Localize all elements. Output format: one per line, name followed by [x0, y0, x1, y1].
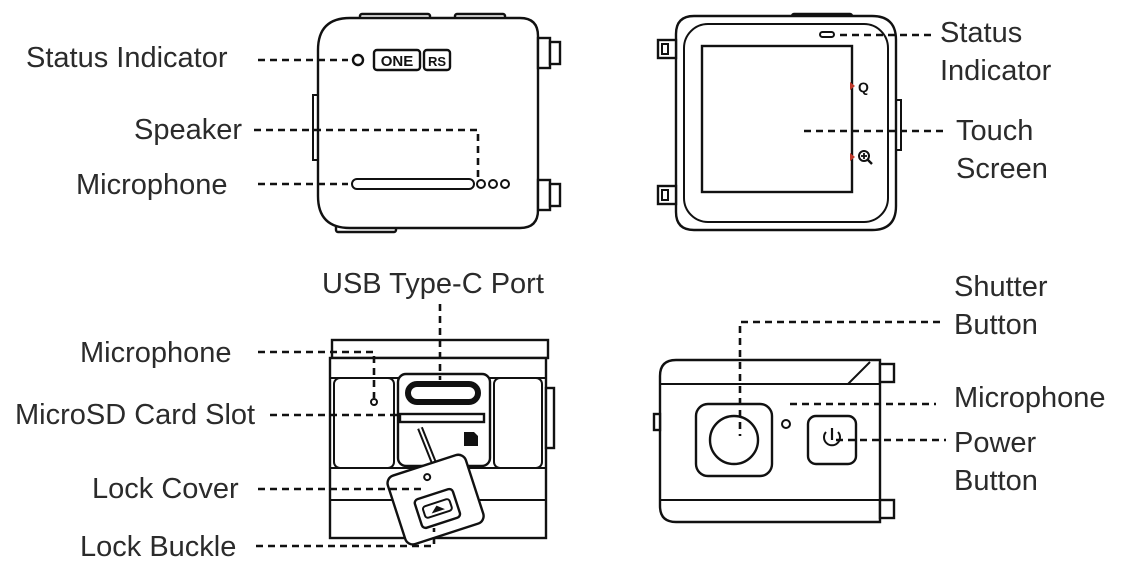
speaker-hole	[476, 179, 486, 189]
camera-button-side-view	[652, 358, 896, 524]
label-microphone-bottom-left: Microphone	[80, 337, 232, 369]
label-touch-screen-2: Screen	[956, 153, 1048, 185]
label-shutter-button-1: Shutter	[954, 271, 1048, 303]
shutter-button-center	[708, 414, 760, 466]
label-microphone-bottom-right: Microphone	[954, 382, 1106, 414]
label-shutter-button-2: Button	[954, 309, 1038, 341]
label-power-button-1: Power	[954, 427, 1037, 459]
usb-c-port	[405, 381, 481, 405]
label-microsd-slot: MicroSD Card Slot	[15, 399, 255, 431]
camera-back-view: Q	[656, 12, 902, 232]
label-lock-cover: Lock Cover	[92, 473, 239, 505]
status-indicator-led	[819, 31, 835, 38]
label-status-indicator-right-1: Status	[940, 17, 1022, 49]
label-status-indicator: Status Indicator	[26, 42, 228, 74]
label-power-button-2: Button	[954, 465, 1038, 497]
status-indicator-led	[351, 53, 365, 67]
microphone-slot	[351, 178, 475, 190]
power-icon	[823, 428, 841, 447]
lock-cover	[386, 453, 485, 546]
label-speaker: Speaker	[134, 114, 242, 146]
label-touch-screen-1: Touch	[956, 115, 1033, 147]
arrow-up-icon	[431, 505, 445, 514]
label-lock-buckle: Lock Buckle	[80, 531, 236, 563]
label-usb-port: USB Type-C Port	[322, 268, 544, 300]
label-microphone: Microphone	[76, 169, 228, 201]
zoom-icon	[850, 150, 873, 165]
speaker-hole	[500, 179, 510, 189]
logo: ONE RS	[372, 48, 452, 72]
camera-port-side-view	[328, 338, 556, 546]
microphone-hole	[370, 398, 378, 406]
microphone-hole	[781, 419, 791, 429]
camera-front-view: ONE RS	[312, 12, 562, 234]
speaker-hole	[488, 179, 498, 189]
label-status-indicator-right-2: Indicator	[940, 55, 1052, 87]
q-icon: Q	[858, 79, 869, 95]
sd-card-icon	[464, 432, 478, 446]
svg-text:ONE: ONE	[381, 53, 414, 70]
svg-text:RS: RS	[428, 54, 446, 69]
